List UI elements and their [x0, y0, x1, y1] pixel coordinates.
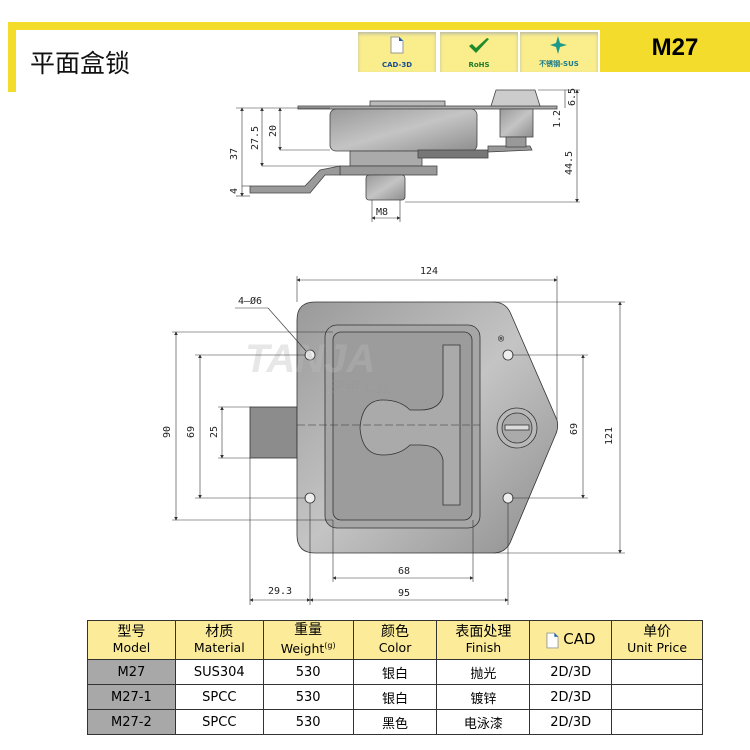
dim-27-5: 27.5 — [250, 126, 261, 150]
cell-material: SPCC — [174, 684, 264, 710]
badge-label: CAD-3D — [381, 61, 413, 69]
registered-mark: ® — [498, 334, 505, 345]
cell-finish: 电泳漆 — [436, 709, 531, 735]
header-en: Model — [112, 640, 151, 655]
dim-69-left: 69 — [186, 426, 197, 438]
front-dimensions — [172, 276, 625, 605]
header-cn: 材质 — [205, 624, 234, 640]
cell-cad: 2D/3D — [529, 709, 613, 735]
header-en: Weight — [280, 641, 325, 657]
header-weight: 重量 Weight(g) — [262, 620, 354, 660]
dim-20: 20 — [268, 125, 279, 137]
dim-6-5: 6.5 — [567, 88, 578, 106]
cell-price — [611, 709, 703, 735]
header-cad: CAD — [529, 620, 613, 660]
side-dimensions — [236, 89, 580, 222]
cell-price — [611, 684, 703, 710]
header-accent — [8, 22, 16, 92]
cell-weight: 530 — [262, 709, 354, 735]
header-cn: 表面处理 — [455, 624, 512, 640]
cell-weight: 530 — [262, 684, 354, 710]
technical-drawing: 37 27.5 20 4 M8 44.5 6.5 1.2 ® TANJA 天甲工… — [162, 88, 625, 605]
dim-4: 4 — [229, 188, 240, 194]
header-bar — [8, 22, 750, 30]
dim-holes: 4–Ø6 — [238, 295, 262, 307]
header-cn: 型号 — [117, 624, 146, 640]
sparkle-icon — [550, 36, 567, 54]
badge-label: RoHS — [468, 61, 490, 69]
header-en: Unit Price — [627, 640, 688, 655]
cell-finish: 抛光 — [436, 659, 531, 685]
watermark: TANJA 天甲工业 — [245, 337, 390, 396]
dim-37: 37 — [229, 148, 240, 160]
badge-sus: 不锈钢-SUS — [520, 32, 598, 72]
file-icon — [546, 632, 559, 649]
dim-69-right: 69 — [569, 423, 580, 435]
cell-model: M27-2 — [87, 709, 176, 735]
dim-25: 25 — [209, 426, 220, 438]
watermark-cn: 天甲工业 — [330, 378, 390, 396]
badge-label: 不锈钢-SUS — [539, 60, 579, 68]
cell-color: 银白 — [352, 684, 438, 710]
dim-29-3: 29.3 — [268, 586, 292, 597]
cell-cad: 2D/3D — [529, 684, 613, 710]
header-en: Color — [378, 640, 412, 655]
header-cn: CAD — [563, 630, 596, 649]
cell-model: M27-1 — [87, 684, 176, 710]
file-icon — [390, 36, 404, 54]
cell-model: M27 — [87, 659, 176, 685]
dim-121: 121 — [604, 427, 615, 445]
cell-material: SUS304 — [174, 659, 264, 685]
dim-90: 90 — [162, 426, 173, 438]
cell-price — [611, 659, 703, 685]
weight-unit: (g) — [324, 641, 336, 651]
badge-cad: CAD-3D — [358, 32, 436, 72]
dim-1-2: 1.2 — [552, 110, 563, 128]
page-title: 平面盒锁 — [30, 49, 131, 78]
header-cn: 单价 — [643, 624, 672, 640]
header-cn: 颜色 — [381, 624, 410, 640]
cell-finish: 镀锌 — [436, 684, 531, 710]
cell-material: SPCC — [174, 709, 264, 735]
dim-m8: M8 — [376, 207, 388, 218]
dim-95: 95 — [398, 588, 410, 599]
cell-weight: 530 — [262, 659, 354, 685]
header-en: Finish — [465, 640, 502, 655]
header-cn: 重量 — [294, 622, 323, 639]
cell-cad: 2D/3D — [529, 659, 613, 685]
watermark-brand: TANJA — [245, 337, 375, 381]
dim-44-5: 44.5 — [564, 151, 575, 175]
cell-color: 银白 — [352, 659, 438, 685]
cell-color: 黑色 — [352, 709, 438, 735]
header-en: Material — [193, 640, 245, 655]
check-icon — [469, 38, 489, 53]
side-view — [249, 89, 558, 201]
badge-rohs: RoHS — [440, 32, 518, 72]
dim-124: 124 — [420, 266, 438, 277]
model-code: M27 — [600, 22, 750, 72]
dim-68: 68 — [398, 566, 410, 577]
front-view: ® — [249, 301, 559, 554]
